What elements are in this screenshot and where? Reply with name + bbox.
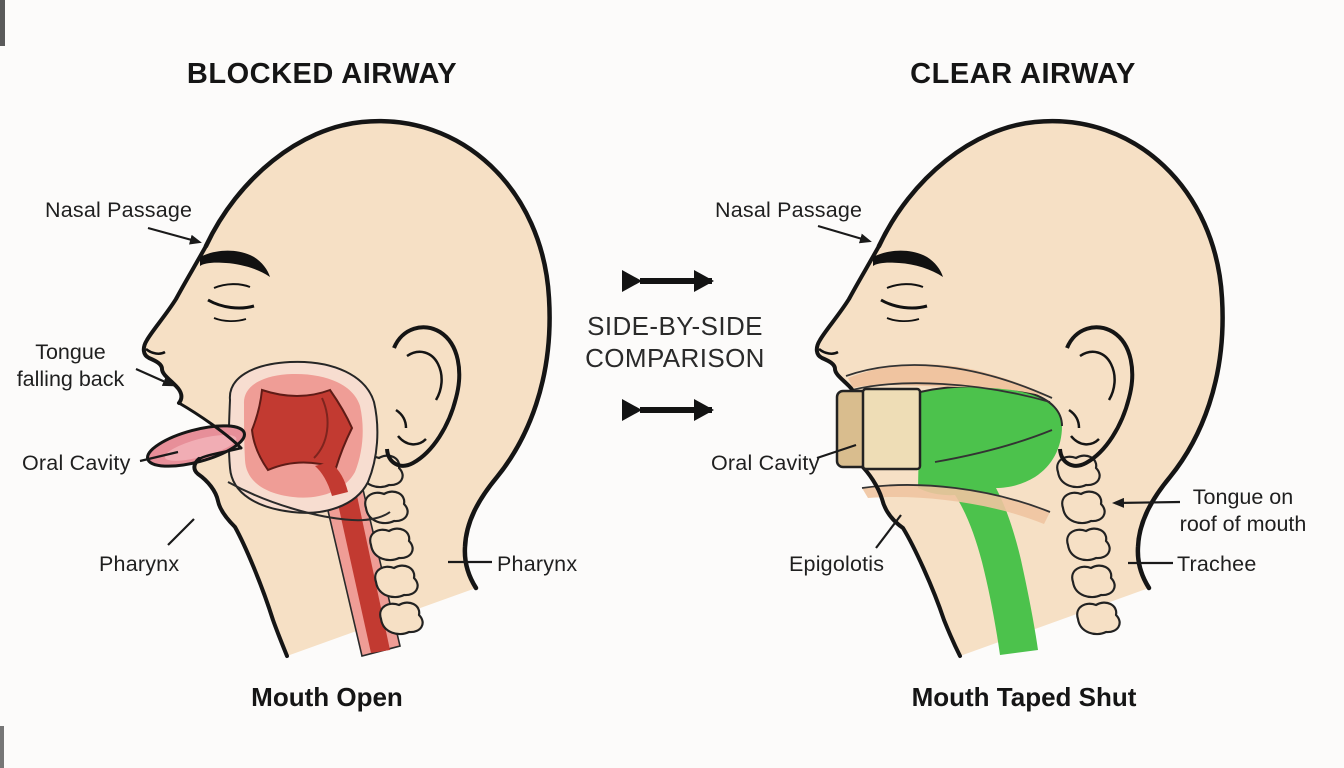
epiglottis-line [875,514,902,549]
nasal-passage-left-arrow [147,226,202,245]
nasal-passage-right-label: Nasal Passage [715,198,863,222]
jaw-line [227,481,391,522]
pharynx-front-line [167,518,195,546]
mouth-taped-caption: Mouth Taped Shut [911,682,1137,712]
oral-cavity-left-line [139,450,179,463]
nostril [145,348,166,355]
blockage-red-mass [250,388,354,472]
tongue-falling-label: Tongue falling back [16,340,125,391]
comparison-label: SIDE-BY-SIDE COMPARISON [545,310,805,374]
blocked-airway-title: BLOCKED AIRWAY [186,58,458,90]
edge-artifact-top [0,0,5,46]
tongue-on-roof-label: Tongue on roof of mouth [1179,485,1307,536]
comparison-arrows [622,270,714,421]
eyebrow [200,250,270,277]
vertebrae [1056,454,1121,636]
mouth-open-caption: Mouth Open [251,682,403,712]
clear-airway-title: CLEAR AIRWAY [910,58,1136,90]
blocked-head-illustration [141,118,552,658]
ear [1058,325,1135,468]
trachea-label: Trachee [1177,552,1257,576]
oral-cavity-right-line [816,443,857,460]
mouth-tape [835,387,922,471]
tongue-falling-arrow [135,367,175,387]
oral-cavity-left-label: Oral Cavity [22,451,131,475]
blocked-oral-cavity [227,360,379,514]
closed-eye [880,283,928,323]
pharynx-front-label: Pharynx [99,552,180,576]
closed-eye [207,283,255,323]
face-outline-front [141,244,208,405]
nasal-passage-right-arrow [817,224,872,244]
edge-artifact-bottom [0,726,4,768]
head-outline-back [876,118,1225,591]
tongue-on-roof-arrow [1112,497,1181,508]
epiglottis-label: Epigolotis [789,552,885,576]
pharynx-back-label: Pharynx [497,552,578,576]
tongue-base-band [861,484,1051,524]
vertebrae [359,454,424,636]
comparison-line1: SIDE-BY-SIDE [587,311,763,341]
leader-lines [135,224,1181,565]
palate-band [845,364,1053,403]
chin-neck-outline [192,457,289,658]
nasal-passage-left-label: Nasal Passage [45,198,193,222]
head-outline-back [203,118,552,591]
eyebrow [873,250,943,277]
oral-cavity-right-label: Oral Cavity [711,451,820,475]
comparison-line2: COMPARISON [585,343,765,373]
nostril [818,348,839,355]
ear [385,325,462,468]
